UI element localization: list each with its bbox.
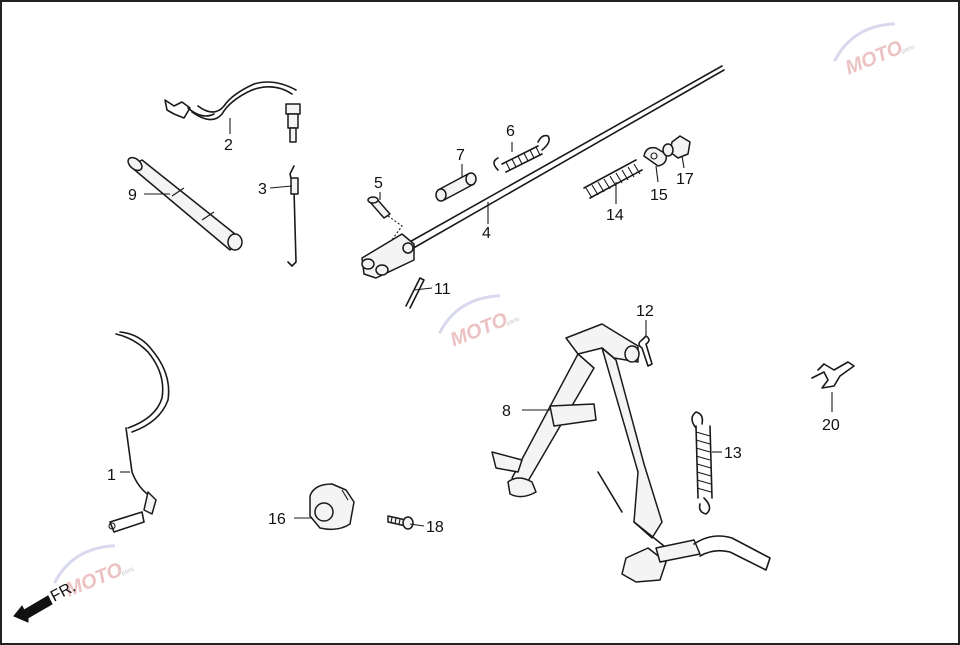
callout-18: 18	[426, 519, 444, 536]
callout-20: 20	[822, 417, 840, 434]
callout-4: 4	[482, 225, 491, 242]
watermark-subtext: parts	[506, 316, 521, 327]
callout-16: 16	[268, 511, 286, 528]
callout-3: 3	[258, 181, 267, 198]
callout-17: 17	[676, 171, 694, 188]
callout-6: 6	[506, 123, 515, 140]
part-6-tension-spring	[493, 134, 550, 173]
callout-15: 15	[650, 187, 668, 204]
part-1-cable	[108, 331, 170, 533]
watermark-top-right: MOTO parts	[833, 22, 916, 80]
part-7-sleeve	[435, 172, 477, 202]
callout-12: 12	[636, 303, 654, 320]
watermark-subtext: parts	[121, 566, 136, 577]
front-direction-indicator: FR.	[13, 578, 79, 623]
watermark-text: MOTO	[447, 309, 511, 352]
part-14-compression-spring	[583, 159, 643, 199]
part-11-cotter-pin	[405, 277, 425, 309]
part-18-bolt	[387, 515, 414, 530]
part-4-rod	[361, 65, 725, 279]
part-12-cotter-pin	[638, 335, 653, 367]
watermark-subtext: parts	[901, 44, 916, 55]
callout-7: 7	[456, 147, 465, 164]
watermark-text: MOTO	[842, 37, 906, 80]
part-9-pivot-shaft	[127, 156, 243, 251]
callout-1: 1	[107, 467, 116, 484]
part-5-pin	[367, 196, 403, 249]
callout-2: 2	[224, 137, 233, 154]
callout-5: 5	[374, 175, 383, 192]
part-3-spring-pin	[287, 165, 299, 267]
part-17-nut	[662, 135, 691, 159]
front-arrow-icon	[13, 595, 53, 623]
part-16-rubber-mount	[309, 483, 355, 531]
callout-9: 9	[128, 187, 137, 204]
callout-8: 8	[502, 403, 511, 420]
leader-lines	[120, 118, 833, 527]
callout-13: 13	[724, 445, 742, 462]
part-20-wire-clip	[811, 361, 855, 389]
part-2-side-stand-switch	[164, 81, 301, 143]
callout-11: 11	[434, 281, 451, 298]
callout-numbers: 1 2 3 4 5 6 7 8 9 11 12 13 14 15 16 17 1…	[107, 123, 840, 536]
callout-14: 14	[606, 207, 624, 224]
part-13-stand-spring	[691, 411, 713, 515]
part-8-center-stand	[491, 323, 771, 583]
